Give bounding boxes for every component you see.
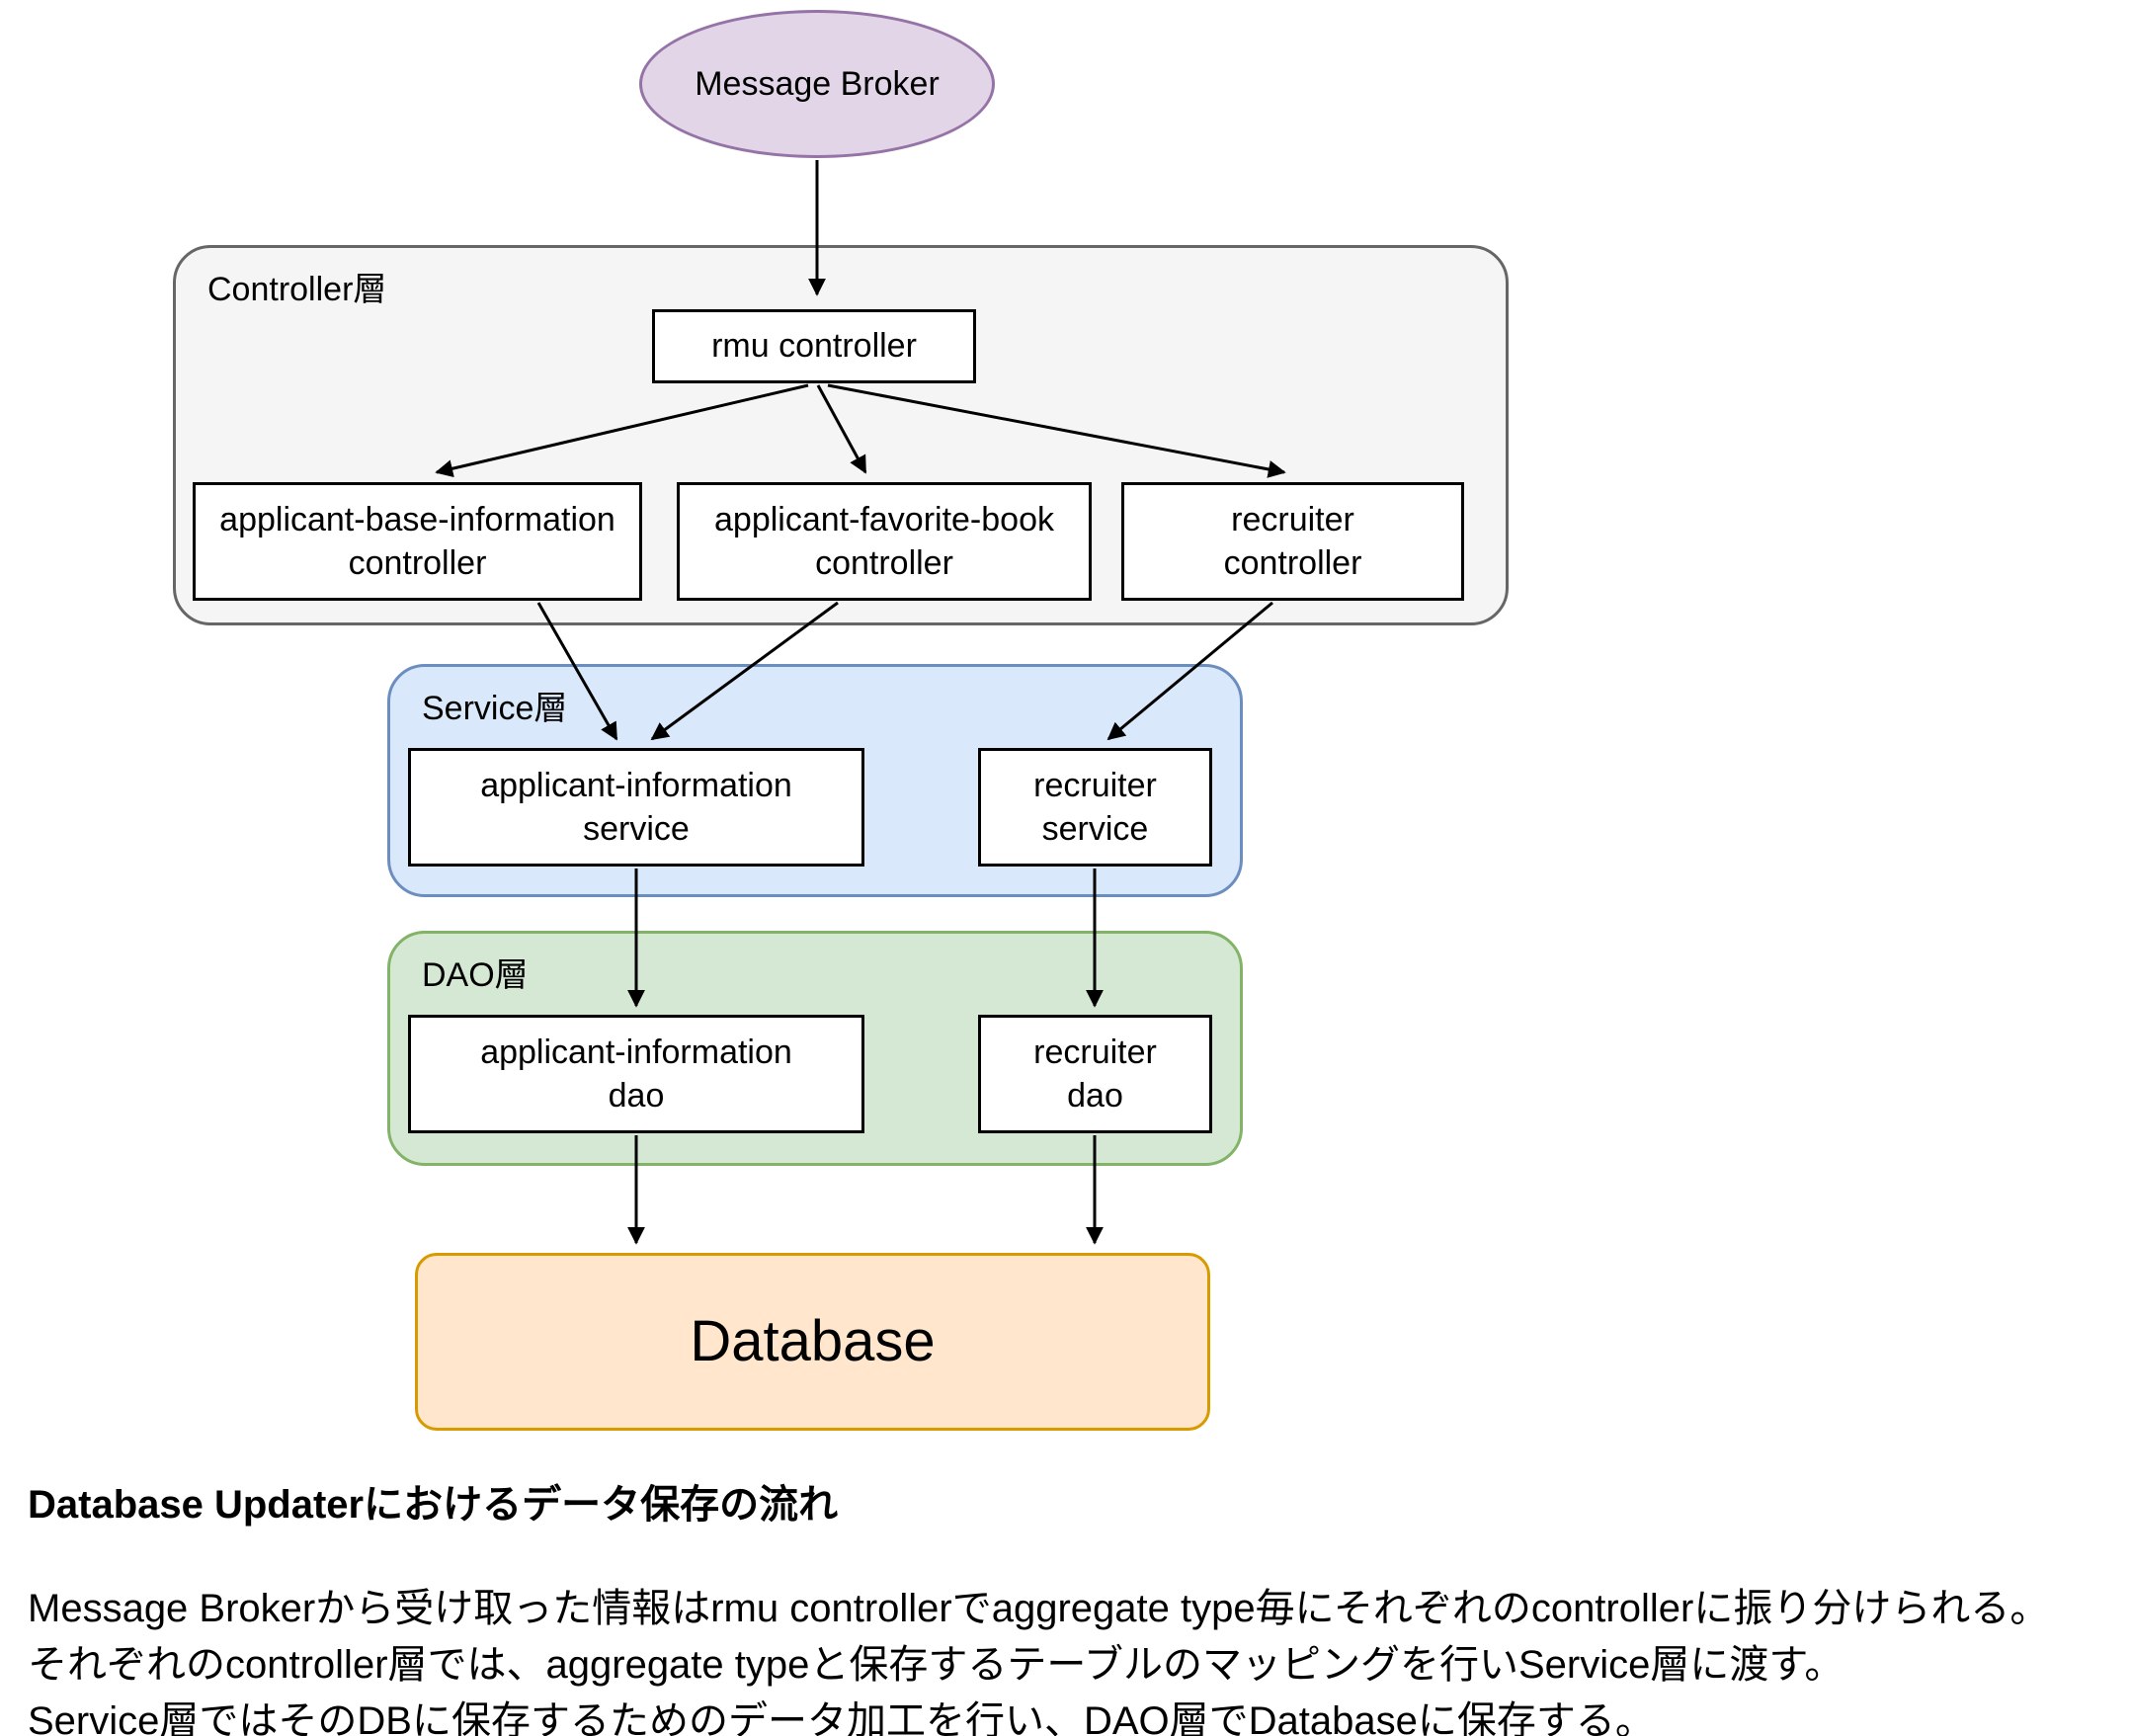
node-applicant-base-information-controller: applicant-base-information controller [193,482,642,601]
caption: Database Updaterにおけるデータ保存の流れ Message Bro… [28,1472,2122,1736]
node-applicant-information-service-label: applicant-information service [480,766,792,848]
caption-heading: Database Updaterにおけるデータ保存の流れ [28,1483,839,1527]
caption-line-2: それぞれのcontroller層では、aggregate typeと保存するテー… [28,1643,1844,1687]
node-recruiter-dao: recruiter dao [978,1015,1212,1133]
node-message-broker: Message Broker [639,10,995,158]
node-recruiter-controller-label: recruiter controller [1223,500,1362,582]
node-recruiter-service: recruiter service [978,748,1212,867]
node-applicant-information-dao-label: applicant-information dao [480,1033,792,1115]
caption-line-1: Message Brokerから受け取った情報はrmu controllerでa… [28,1587,2050,1630]
node-applicant-favorite-book-controller: applicant-favorite-book controller [677,482,1092,601]
node-applicant-favorite-book-controller-label: applicant-favorite-book controller [714,500,1054,582]
node-recruiter-controller: recruiter controller [1121,482,1464,601]
node-rmu-controller-label: rmu controller [711,327,917,366]
layer-controller-label: Controller層 [207,271,387,308]
layer-service-label: Service層 [422,690,568,727]
node-applicant-information-dao: applicant-information dao [408,1015,864,1133]
node-message-broker-label: Message Broker [695,64,940,103]
node-rmu-controller: rmu controller [652,309,976,383]
caption-line-3: Service層ではそのDBに保存するためのデータ加工を行い、DAO層でData… [28,1699,1655,1736]
node-database-label: Database [690,1309,936,1374]
node-recruiter-dao-label: recruiter dao [1033,1033,1157,1115]
node-database: Database [415,1253,1210,1431]
node-applicant-base-information-controller-label: applicant-base-information controller [219,500,615,582]
node-recruiter-service-label: recruiter service [1033,766,1157,848]
layer-dao-label: DAO層 [422,956,529,994]
node-applicant-information-service: applicant-information service [408,748,864,867]
